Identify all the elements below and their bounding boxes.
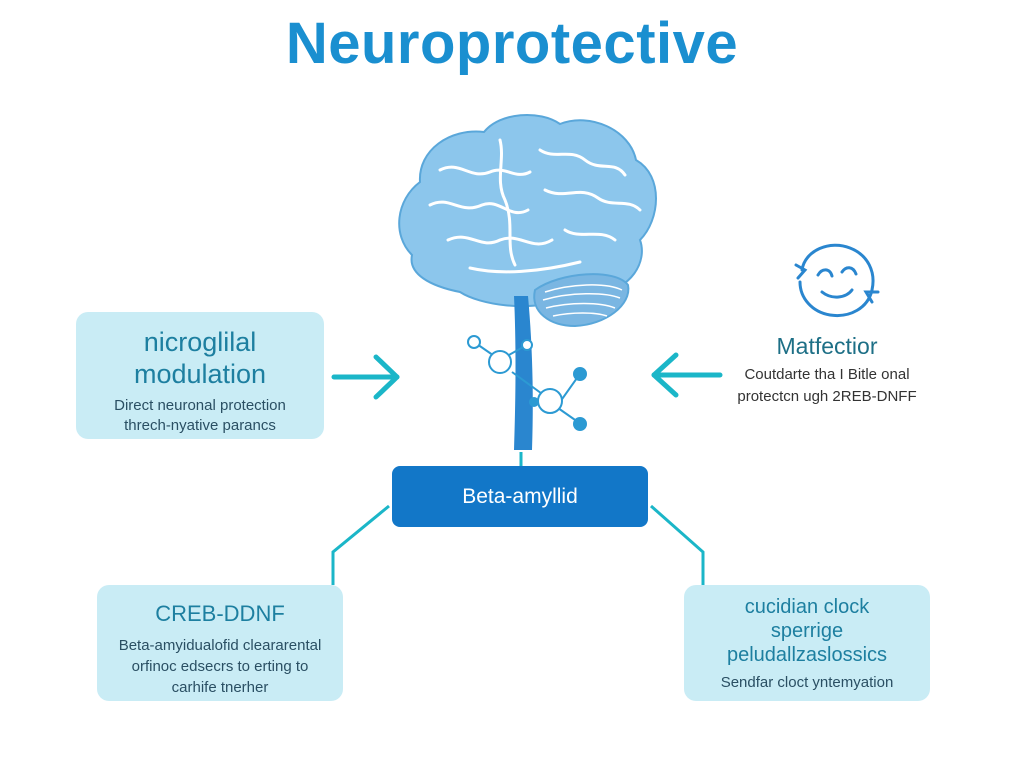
heading-line: cucidian clock: [744, 596, 870, 618]
heading-line: nicroglilal: [143, 327, 257, 357]
connector-lines: [331, 452, 705, 585]
card-heading: cucidian clock sperrige peludallzaslossi…: [684, 595, 930, 667]
card-description: Beta-amyidualofid cleararental orfinoc e…: [97, 635, 343, 698]
desc-line: carhife tnerher: [171, 679, 269, 696]
desc-line: Coutdarte tha I Bitle onal: [744, 366, 910, 383]
molecule-icon: [467, 335, 587, 431]
card-description: Sendfar cloct yntemyation: [684, 673, 930, 693]
page-title: Neuroprotective: [285, 11, 739, 76]
heading-line: modulation: [133, 359, 267, 389]
right-label-description: Coutdarte tha I Bitle onal protectcn ugh…: [722, 364, 932, 408]
right-label: Matfectior Coutdarte tha I Bitle onal pr…: [722, 332, 932, 408]
card-heading: CREB-DDNF: [155, 601, 285, 626]
creb-bdnf-card: CREB-DDNF Beta-amyidualofid cleararental…: [97, 585, 343, 701]
desc-line: threch-nyative parancs: [124, 417, 276, 434]
desc-line: protectcn ugh 2REB-DNFF: [737, 388, 917, 405]
brain-icon: [398, 114, 657, 450]
connector-right: [650, 504, 705, 585]
card-heading: nicroglilal modulation: [76, 326, 324, 390]
connector-left: [331, 504, 390, 585]
center-node: Beta-amyllid: [392, 466, 648, 527]
heading-line: peludallzaslossics: [726, 644, 888, 666]
microglial-modulation-card: nicroglilal modulation Direct neuronal p…: [76, 312, 324, 439]
face-icon: [794, 243, 880, 318]
desc-line: orfinoc edsecrs to erting to: [131, 658, 309, 675]
desc-line: Direct neuronal protection: [114, 397, 286, 414]
arrow-right-icon: [331, 354, 400, 400]
desc-line: Beta-amyidualofid cleararental: [118, 637, 322, 654]
heading-line: sperrige: [770, 620, 844, 642]
card-description: Direct neuronal protection threch-nyativ…: [76, 396, 324, 436]
arrow-left-icon: [651, 352, 723, 398]
desc-line: Sendfar cloct yntemyation: [720, 674, 894, 691]
circadian-clock-card: cucidian clock sperrige peludallzaslossi…: [684, 585, 930, 701]
right-label-heading: Matfectior: [776, 333, 878, 359]
